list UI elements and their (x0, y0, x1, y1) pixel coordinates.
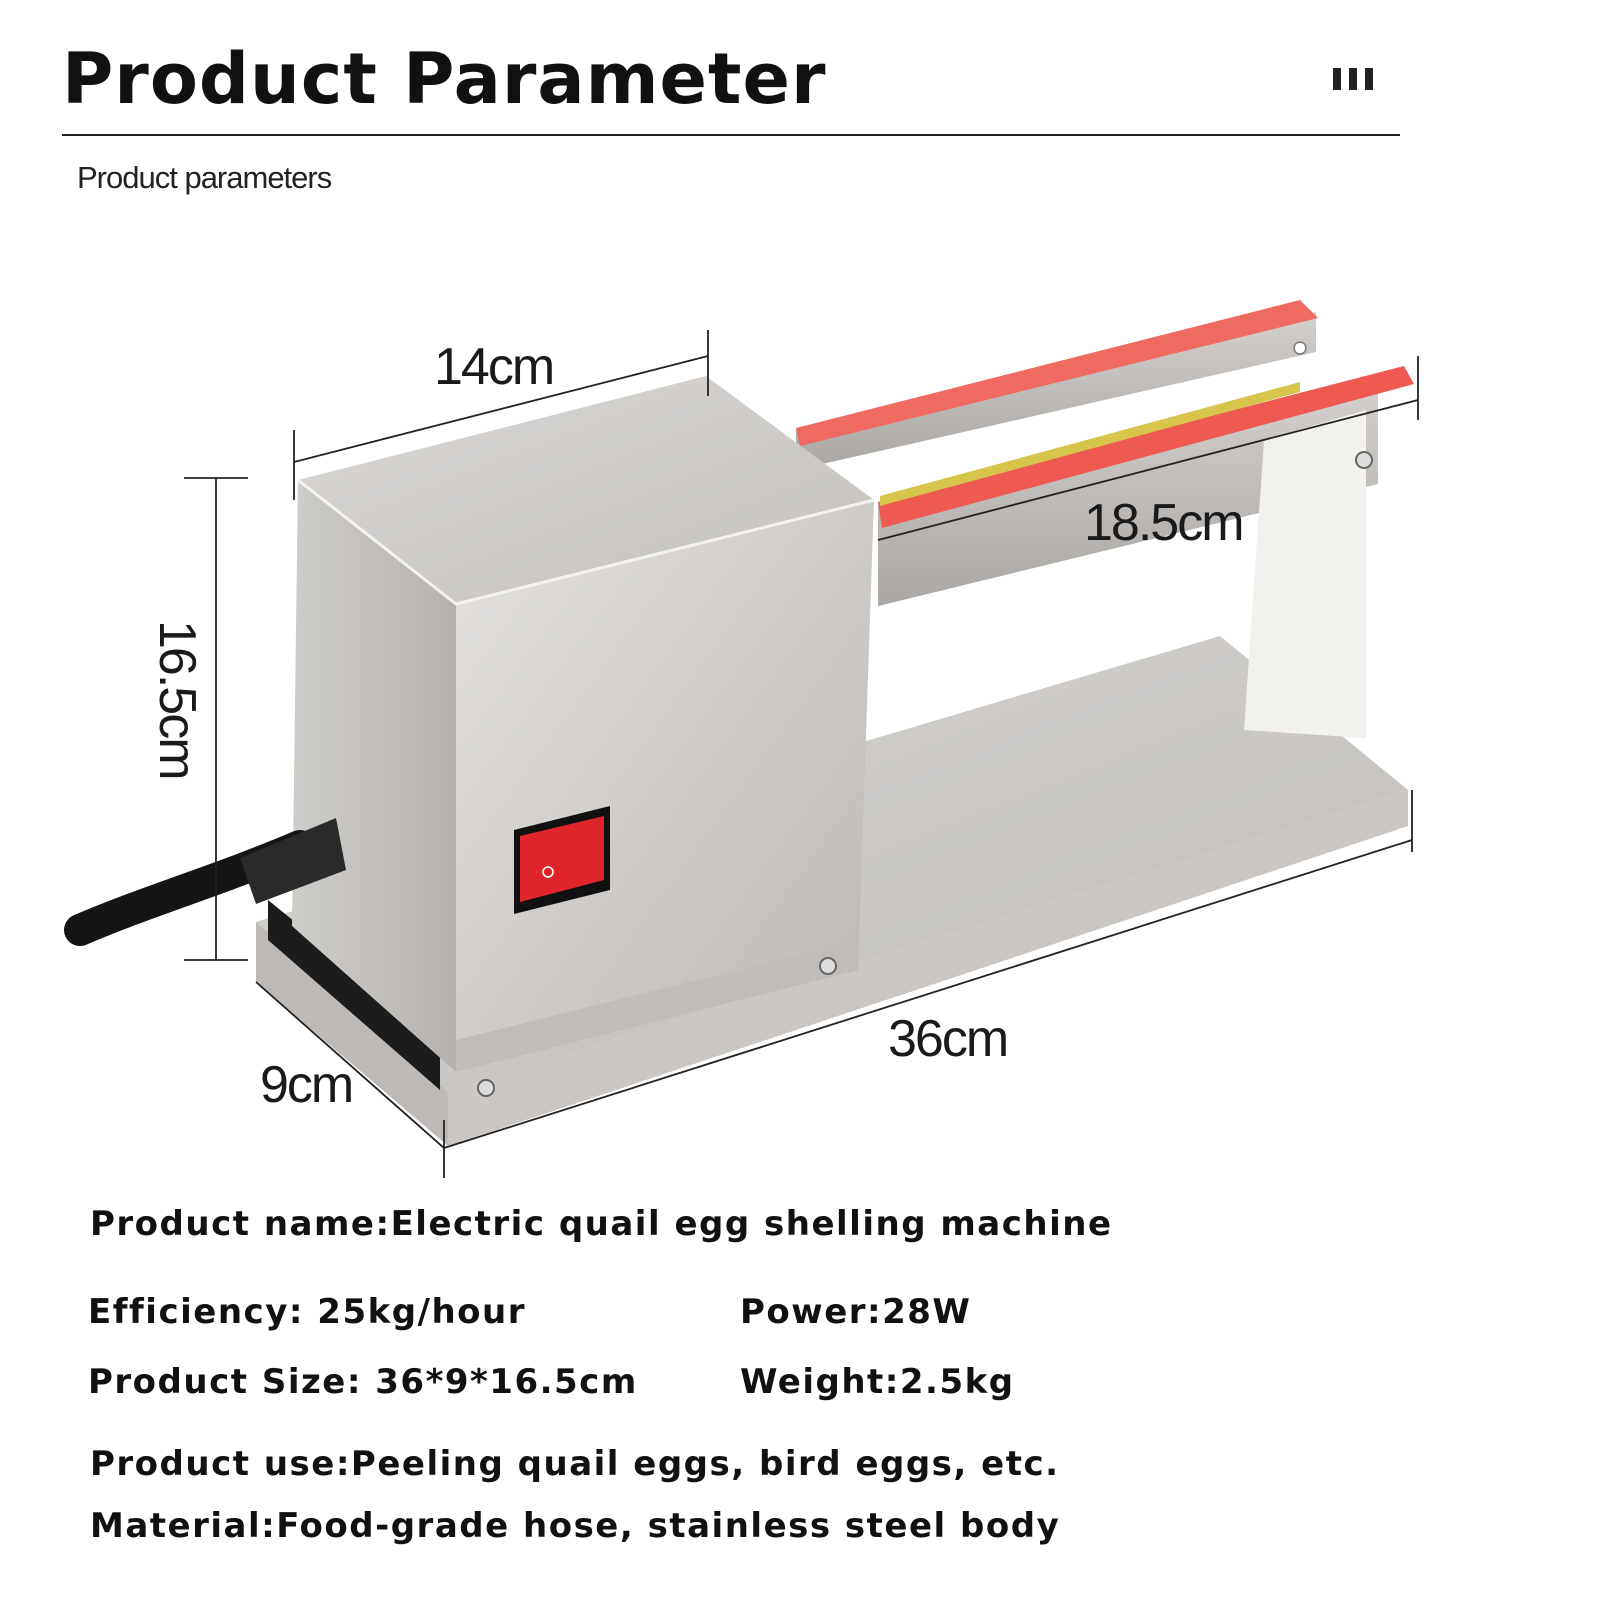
motor-box (292, 376, 875, 1097)
dimension-depth-label: 9cm (260, 1056, 352, 1114)
spec-product-name: Product name:Electric quail egg shelling… (90, 1204, 1113, 1244)
spec-weight: Weight:2.5kg (740, 1362, 1015, 1402)
page-title: Product Parameter (62, 38, 827, 120)
dimension-height-label: 16.5cm (148, 620, 206, 779)
spec-use: Product use:Peeling quail eggs, bird egg… (90, 1444, 1060, 1484)
title-divider (62, 134, 1400, 136)
dimension-lines (184, 330, 1419, 1178)
dimension-width-label: 14cm (434, 338, 553, 396)
power-switch (514, 806, 610, 914)
spec-material: Material:Food-grade hose, stainless stee… (90, 1506, 1061, 1546)
dimension-length-label: 36cm (888, 1010, 1007, 1068)
spec-size: Product Size: 36*9*16.5cm (88, 1362, 638, 1402)
spec-efficiency: Efficiency: 25kg/hour (88, 1292, 527, 1332)
rail-assembly (796, 300, 1414, 738)
menu-bars-icon (1333, 68, 1373, 90)
power-cord (64, 818, 346, 946)
dimension-track-label: 18.5cm (1084, 494, 1243, 552)
page-subtitle: Product parameters (77, 160, 332, 195)
spec-power: Power:28W (740, 1292, 972, 1332)
